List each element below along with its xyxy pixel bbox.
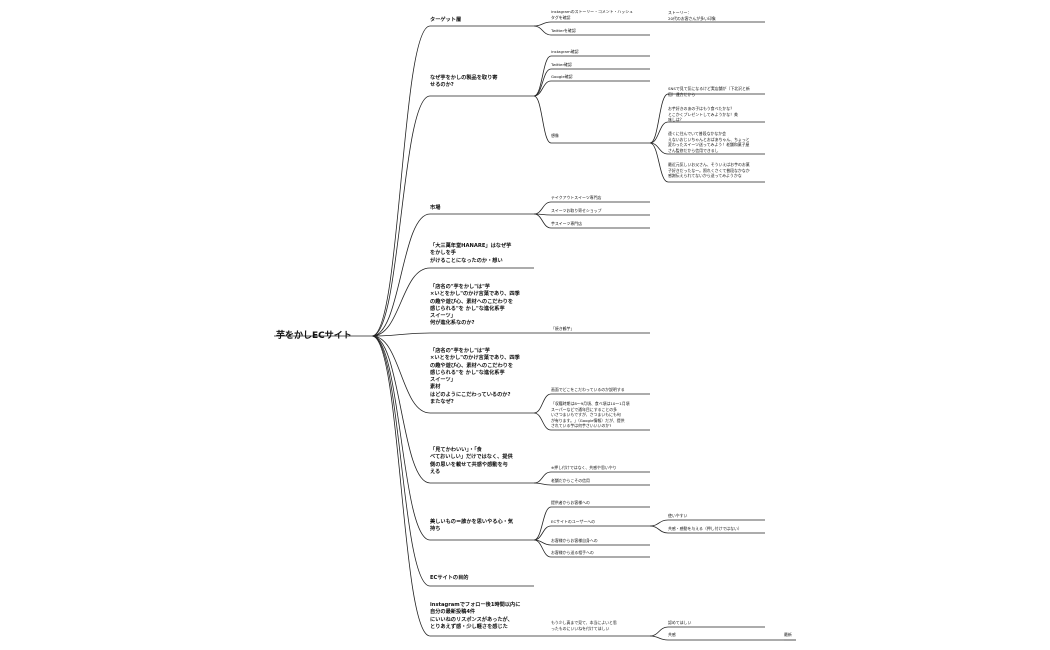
node-market-takeout[interactable]: テイクアウトスイーツ専門店 [551, 195, 602, 200]
branch-target[interactable]: ターゲット層 [430, 17, 462, 23]
branch-beauty[interactable]: 美しいもの＝誰かを思いやる心・気 持ち [430, 519, 514, 533]
edge-l3-1 [649, 93, 669, 144]
branch-origin[interactable]: 「大三萬年堂HANARE」はなぜ芋 をかしを手 がけることになったのか・想い [430, 243, 512, 264]
node-imagine[interactable]: 想像 [551, 133, 559, 138]
edge-root-branch-0 [371, 25, 431, 337]
branch-material[interactable]: 「店名の"芋をかし"は"芋 ×いとをかし"のかけ言葉であり、四季 の趣や遊び心、… [430, 348, 520, 406]
edge-l2-12 [533, 471, 552, 484]
edge-root-branch-4 [371, 332, 431, 337]
edge-l2-8 [533, 213, 552, 229]
node-ig-confirm[interactable]: instagram確認 [551, 49, 579, 54]
edge-l2-13 [533, 482, 552, 486]
edge-l3-5 [649, 519, 669, 527]
edge-root-branch-1 [371, 95, 431, 337]
edge-l3-4 [649, 142, 669, 183]
node-trust[interactable]: 老舗だからこその信用 [551, 478, 590, 483]
edge-l2-0 [533, 21, 552, 27]
branch-empathy[interactable]: 「見てかわいい」・「食 べておいしい」だけではなく、提供 側の思いを載せて共感や… [430, 447, 513, 475]
node-self[interactable]: お客様からお客様自身への [551, 538, 598, 543]
edge-l2-2 [533, 55, 552, 97]
edge-root-branch-5 [371, 335, 431, 414]
edge-l2-5 [533, 95, 552, 144]
node-easy-use[interactable]: 使いやすい [668, 513, 688, 518]
root-node[interactable]: 芋をかしECサイト [276, 331, 352, 341]
edge-l2-11 [533, 412, 552, 431]
edge-l3-8 [649, 635, 669, 641]
edge-l2-4 [533, 80, 552, 97]
edge-root-branch-7 [371, 335, 431, 541]
node-twitter-check[interactable]: Twitterを確認 [551, 28, 576, 33]
branch-evolution[interactable]: 「店名の"芋をかし"は"芋 ×いとをかし"のかけ言葉であり、四季 の趣や遊び心、… [430, 284, 520, 327]
node-no-push[interactable]: ※押し付けではなく、共感や思いやり [551, 465, 617, 470]
node-imagine-1[interactable]: SNSで見て気になるけど実店舗が（下北沢と新 宿）遠方だから [668, 86, 750, 97]
edge-l2-14 [533, 506, 552, 541]
node-ig-story[interactable]: instagramのストーリー・コメント・ハッシュ タグを確認 [551, 9, 633, 20]
node-yaki[interactable]: 「焼き鶴芋」 [551, 326, 575, 331]
edge-root-branch-9 [371, 335, 431, 637]
edge-l3-2 [649, 121, 669, 144]
branch-purpose[interactable]: ECサイトの目的 [430, 575, 469, 581]
edge-l2-17 [533, 539, 552, 558]
edge-l3-7 [649, 626, 669, 637]
branch-instagram[interactable]: instagramでフォロー後1時間以内に 自分の最新投稿4件 にいいねのリスポ… [430, 602, 521, 630]
node-imagine-3[interactable]: 遠くに住んでいて普段なかなか会 えないおじいちゃんとおばあちゃん、ちょっと 変わ… [668, 131, 750, 153]
node-tw-confirm[interactable]: Twitter確認 [551, 62, 572, 67]
node-recipient[interactable]: お客様から送る相手への [551, 550, 594, 555]
node-story-20s[interactable]: ストーリー： 20代のお客さんが多い印象 [668, 10, 716, 21]
edge-root-branch-6 [371, 335, 431, 484]
node-market-order[interactable]: スイーツお取り寄せショップ [551, 208, 602, 213]
node-empathy-touch[interactable]: 共感・感動を与える（押し付けではない） [668, 526, 742, 531]
node-latest[interactable]: 最新 [784, 632, 792, 637]
node-recognize[interactable]: 認めてほしい [668, 620, 692, 625]
node-ec-user[interactable]: ECサイトのユーザーへの [551, 519, 596, 524]
node-imagine-4[interactable]: 最近元気しいお父さん、そういえばお芋のお菓 子好きだったな〜。照れくさくて普段な… [668, 162, 750, 179]
edge-root-branch-3 [371, 267, 431, 337]
edge-l2-10 [533, 393, 552, 414]
node-imagine-2[interactable]: お芋好きのあの子はもう食べたかな？ とこかくプレゼントしてみようかな！美 味しは… [668, 106, 738, 123]
node-google-confirm[interactable]: Google確認 [551, 74, 573, 79]
branch-market[interactable]: 市場 [430, 205, 441, 211]
node-provider[interactable]: 提供者からお客様への [551, 500, 590, 505]
edge-l3-6 [649, 525, 669, 534]
node-explain[interactable]: 画面でどこをこだわっているのか説明する [551, 387, 625, 392]
edge-l2-6 [533, 201, 552, 215]
node-harvest[interactable]: 「収穫時期は8〜9月頃、食べ頃は10〜1月頃 スーパーなどで通年目にすることの多… [551, 401, 630, 429]
edge-root-branch-2 [371, 213, 431, 337]
node-market-imo[interactable]: 芋スイーツ専門店 [551, 221, 583, 226]
edge-l2-1 [533, 25, 552, 36]
edge-l2-15 [533, 525, 552, 541]
node-look-more[interactable]: もう少し真まで見て、本当によいと思 ったものにいいねを付けてほしい [551, 620, 617, 631]
edge-root-branch-8 [371, 335, 431, 587]
edge-l2-3 [533, 68, 552, 97]
branch-why-order[interactable]: なぜ芋をかしの製品を取り寄 せるのか? [430, 75, 498, 89]
node-sympathy[interactable]: 共感 [668, 632, 676, 637]
